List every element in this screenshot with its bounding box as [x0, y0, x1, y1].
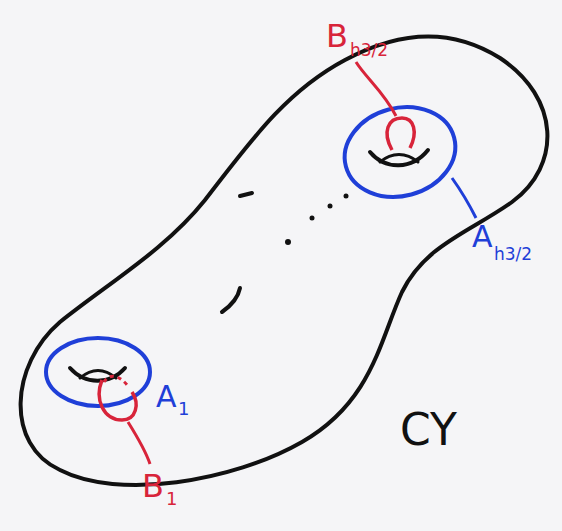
handle	[380, 155, 418, 163]
leader-line	[452, 178, 476, 218]
space-label: CY	[400, 408, 457, 452]
leader-line	[356, 62, 396, 116]
b-cycle	[104, 376, 128, 386]
cycle-label: B	[142, 470, 164, 502]
dot	[285, 239, 291, 245]
handle	[240, 193, 252, 196]
handle	[70, 368, 125, 381]
cycle-subscript: 1	[166, 490, 177, 508]
cycle-subscript: h3/2	[350, 42, 388, 59]
cycle-label: B	[326, 20, 348, 52]
cycle-subscript: 1	[178, 400, 189, 418]
handle	[370, 150, 428, 165]
dot	[344, 194, 349, 199]
b-cycle	[387, 118, 414, 150]
dot	[328, 204, 333, 209]
cycle-label: A	[472, 222, 493, 252]
surface-outline	[21, 37, 548, 485]
leader-line	[128, 422, 150, 464]
dot	[310, 216, 315, 221]
a-cycle	[335, 95, 466, 209]
cycle-label: A	[156, 382, 177, 412]
handle	[222, 288, 240, 312]
cycle-subscript: h3/2	[494, 246, 532, 263]
b-cycle	[99, 380, 136, 420]
